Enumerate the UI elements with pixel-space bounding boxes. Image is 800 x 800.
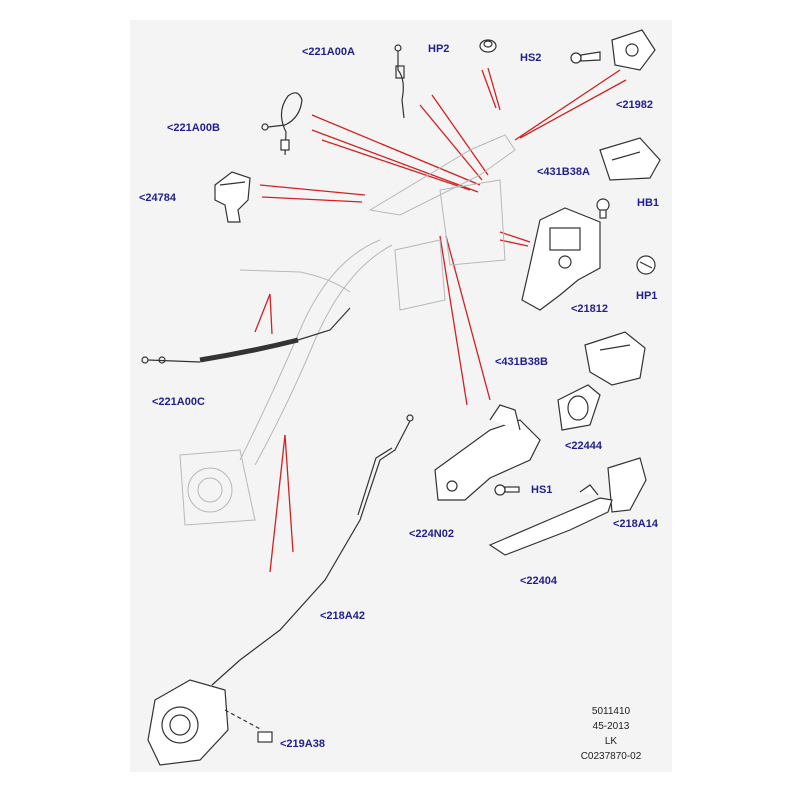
label-HB1: HB1 (637, 197, 660, 209)
label-HP2: HP2 (428, 43, 450, 55)
part-431B38B-cover (584, 331, 646, 386)
drawing-date: 45-2013 (592, 721, 630, 732)
label-HS2: HS2 (520, 52, 542, 64)
label-22444: <22444 (565, 440, 603, 452)
label-221A00C: <221A00C (152, 396, 205, 408)
part-431B38A-cover (599, 137, 661, 181)
part-21982-striker (611, 29, 656, 71)
label-218A14: <218A14 (613, 518, 658, 530)
label-21982: <21982 (616, 99, 654, 111)
part-221A00C-cable (141, 307, 351, 364)
part-22404-handle (488, 484, 613, 556)
label-HS1: HS1 (531, 484, 553, 496)
part-HP2-plug (479, 39, 497, 53)
part-218A42-cable (211, 414, 414, 686)
ghost-door-frame (179, 134, 516, 526)
label-22404: <22404 (520, 575, 558, 587)
drawing-reference: C0237870-02 (580, 751, 642, 762)
drawing-number: 5011410 (591, 706, 631, 717)
label-218A42: <218A42 (320, 610, 365, 622)
part-HS1-screw (494, 484, 520, 496)
label-221A00A: <221A00A (302, 46, 355, 58)
label-221A00B: <221A00B (167, 122, 220, 134)
drawing-author: LK (604, 736, 618, 747)
part-HB1-bolt (596, 198, 610, 219)
part-24784-bracket (214, 171, 251, 223)
part-221A00B-cable (261, 92, 303, 156)
label-HP1: HP1 (636, 290, 658, 302)
label-224N02: <224N02 (409, 528, 454, 540)
part-HS2-screw (570, 51, 601, 64)
part-21812-latch (521, 207, 601, 311)
label-431B38B: <431B38B (495, 356, 548, 368)
part-219A38-actuator (147, 679, 273, 766)
label-24784: <24784 (139, 192, 177, 204)
part-221A00A-rod (394, 44, 405, 119)
part-22444-gasket (557, 384, 601, 431)
label-21812: <21812 (571, 303, 609, 315)
label-219A38: <219A38 (280, 738, 325, 750)
part-HP1-plug (636, 255, 656, 275)
part-224N02-carrier (434, 404, 541, 501)
callout-lines (254, 67, 627, 573)
label-431B38A: <431B38A (537, 166, 590, 178)
part-218A14-cap (607, 457, 647, 513)
